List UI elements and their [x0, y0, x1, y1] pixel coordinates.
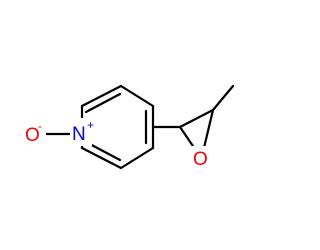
structure-canvas: N + O - O — [22, 84, 235, 170]
epoxide-ring — [151, 84, 235, 154]
bond-epoxide-c2-o — [201, 108, 215, 154]
n-oxide-oxygen-label-bg — [22, 118, 46, 146]
bond-c3-c4 — [119, 84, 155, 108]
n-oxide-oxygen-charge: - — [38, 119, 42, 133]
epoxide-oxygen-symbol: O — [193, 149, 208, 170]
bond-epoxide-cc — [178, 108, 215, 129]
nitrogen-symbol: N — [72, 124, 86, 145]
nitrogen-charge: + — [87, 118, 94, 132]
epoxide-oxygen-label-bg — [190, 146, 210, 170]
bond-c2-c3 — [80, 84, 123, 108]
bond-c5-c6 — [119, 146, 155, 170]
bond-methyl — [211, 84, 235, 112]
bond-c2-c3-inner — [84, 92, 122, 114]
nitrogen-label-bg — [70, 118, 92, 146]
atom-nitrogen: N + — [70, 118, 94, 146]
atom-n-oxide-oxygen: O - — [22, 118, 46, 146]
atom-epoxide-oxygen: O — [190, 146, 210, 170]
bond-c6-n — [80, 146, 123, 170]
n-oxide-oxygen-symbol: O — [25, 125, 40, 146]
